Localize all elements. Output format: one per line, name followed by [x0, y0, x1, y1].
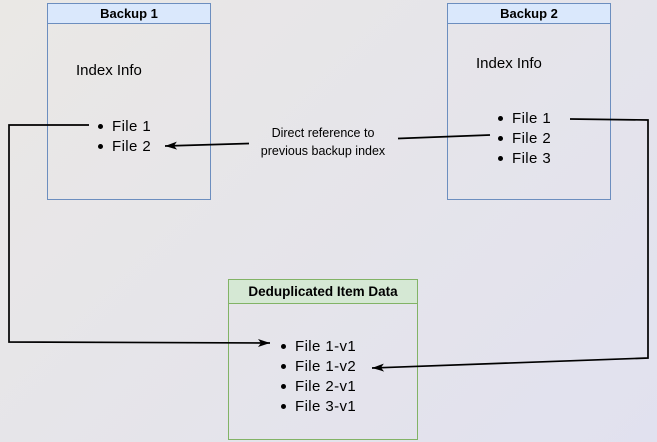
dedup-file-list: File 1-v1 File 1-v2 File 2-v1 File 3-v1: [281, 336, 356, 416]
bullet-icon: [281, 383, 286, 389]
file-label: File 2: [512, 129, 552, 147]
bullet-icon: [98, 123, 103, 129]
backup2-index-info-label: Index Info: [476, 55, 542, 72]
annotation-label: Direct reference to previous backup inde…: [243, 124, 403, 160]
file-label: File 2-v1: [295, 377, 357, 395]
file-label: File 1: [512, 109, 552, 127]
list-item: File 1: [498, 108, 551, 128]
list-item: File 2: [98, 136, 151, 156]
list-item: File 2-v1: [281, 376, 356, 396]
file-label: File 3-v1: [295, 397, 357, 415]
file-label: File 1-v2: [295, 357, 357, 375]
dedup-header: Deduplicated Item Data: [229, 280, 417, 304]
backup2-title: Backup 2: [500, 6, 558, 21]
bullet-icon: [498, 115, 503, 121]
backup1-title: Backup 1: [100, 6, 158, 21]
bullet-icon: [281, 343, 286, 349]
file-label: File 1-v1: [295, 337, 357, 355]
backup2-box: Backup 2 Index Info File 1 File 2 File 3: [447, 3, 611, 200]
list-item: File 3: [498, 148, 551, 168]
backup2-header: Backup 2: [448, 4, 610, 24]
list-item: File 3-v1: [281, 396, 356, 416]
file-label: File 1: [112, 117, 152, 135]
bullet-icon: [281, 363, 286, 369]
list-item: File 1-v2: [281, 356, 356, 376]
annotation-line1: Direct reference to: [271, 126, 375, 140]
bullet-icon: [98, 143, 103, 149]
bullet-icon: [498, 135, 503, 141]
backup2-file-list: File 1 File 2 File 3: [498, 108, 551, 168]
bullet-icon: [498, 155, 503, 161]
list-item: File 1: [98, 116, 151, 136]
dedup-box: Deduplicated Item Data File 1-v1 File 1-…: [228, 279, 418, 440]
backup1-file-list: File 1 File 2: [98, 116, 151, 156]
file-label: File 3: [512, 149, 552, 167]
file-label: File 2: [112, 137, 152, 155]
bullet-icon: [281, 403, 286, 409]
list-item: File 1-v1: [281, 336, 356, 356]
annotation-line2: previous backup index: [260, 144, 386, 158]
list-item: File 2: [498, 128, 551, 148]
dedup-title: Deduplicated Item Data: [248, 284, 398, 299]
backup1-index-info-label: Index Info: [76, 62, 142, 79]
backup1-box: Backup 1 Index Info File 1 File 2: [47, 3, 211, 200]
backup1-header: Backup 1: [48, 4, 210, 24]
